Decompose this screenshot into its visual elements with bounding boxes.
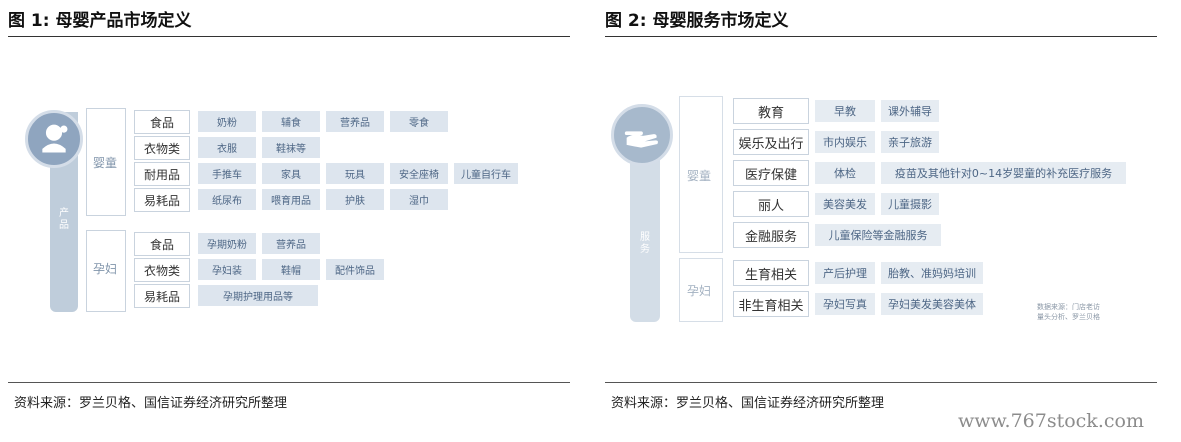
category-cell: 医疗保健	[733, 160, 809, 186]
item-chip: 家具	[262, 163, 320, 184]
category-cell: 食品	[134, 232, 190, 256]
figure-2-diagram: 服务 婴童 教育早教课外辅导娱乐及出行市内娱乐亲子旅游医疗保健体检疫苗及其他针对0…	[597, 0, 1157, 380]
item-chip: 亲子旅游	[881, 131, 939, 153]
category-cell: 易耗品	[134, 284, 190, 308]
group-label: 孕妇	[93, 262, 118, 276]
item-chip: 课外辅导	[881, 100, 939, 122]
figure-1-source: 资料来源：罗兰贝格、国信证券经济研究所整理	[14, 396, 288, 411]
item-chip: 纸尿布	[198, 189, 256, 210]
figure-1-foot-rule	[8, 382, 570, 383]
group-label: 孕妇	[687, 284, 712, 298]
figure-2-spine-label: 服务	[630, 232, 660, 256]
item-chip: 美容美发	[815, 193, 875, 215]
spine-label-text: 产品	[59, 208, 69, 231]
category-cell: 金融服务	[733, 222, 809, 248]
figure-2-foot-rule	[605, 382, 1157, 383]
item-chip: 辅食	[262, 111, 320, 132]
item-chip: 儿童保险等金融服务	[815, 224, 941, 246]
figure-2-note: 数据来源：门店老访 量头分析、罗兰贝格	[1037, 302, 1100, 322]
figure-1-spine-label: 产品	[50, 208, 78, 232]
spine-label-text: 服务	[640, 232, 650, 255]
watermark: www.767stock.com	[958, 410, 1144, 432]
category-cell: 易耗品	[134, 188, 190, 212]
item-chip: 营养品	[262, 233, 320, 254]
item-chip: 手推车	[198, 163, 256, 184]
figure-1-panel: 图 1: 母婴产品市场定义 产品 婴童食品奶粉辅食营养品零食衣物类衣服鞋袜等耐用…	[0, 0, 570, 442]
item-chip: 安全座椅	[390, 163, 448, 184]
item-chip: 早教	[815, 100, 875, 122]
item-chip: 产后护理	[815, 262, 875, 284]
group-label: 婴童	[93, 156, 118, 170]
item-chip: 孕期护理用品等	[198, 285, 318, 306]
figure-2-panel: 图 2: 母婴服务市场定义 服务 婴童 教育早教课外辅导娱乐及出行市内娱乐亲子旅游…	[597, 0, 1157, 442]
category-cell: 生育相关	[733, 260, 809, 286]
category-cell: 教育	[733, 98, 809, 124]
category-cell: 衣物类	[134, 258, 190, 282]
note-line: 量头分析、罗兰贝格	[1037, 313, 1100, 321]
item-chip: 玩具	[326, 163, 384, 184]
item-chip: 儿童摄影	[881, 193, 939, 215]
group-box	[679, 96, 723, 253]
item-chip: 孕妇美发美容美体	[881, 293, 983, 315]
item-chip: 儿童自行车	[454, 163, 518, 184]
item-chip: 奶粉	[198, 111, 256, 132]
item-chip: 湿巾	[390, 189, 448, 210]
category-cell: 娱乐及出行	[733, 129, 809, 155]
figure-2-title: 图 2: 母婴服务市场定义	[605, 11, 789, 31]
item-chip: 零食	[390, 111, 448, 132]
hand-service-icon	[611, 104, 673, 166]
item-chip: 配件饰品	[326, 259, 384, 280]
item-chip: 胎教、准妈妈培训	[881, 262, 983, 284]
item-chip: 护肤	[326, 189, 384, 210]
item-chip: 疫苗及其他针对0~14岁婴童的补充医疗服务	[881, 162, 1126, 184]
item-chip: 孕妇写真	[815, 293, 875, 315]
item-chip: 鞋袜等	[262, 137, 320, 158]
figure-1-title: 图 1: 母婴产品市场定义	[8, 11, 192, 31]
item-chip: 营养品	[326, 111, 384, 132]
note-line: 数据来源：门店老访	[1037, 303, 1100, 311]
category-cell: 丽人	[733, 191, 809, 217]
figure-1-diagram: 产品 婴童食品奶粉辅食营养品零食衣物类衣服鞋袜等耐用品手推车家具玩具安全座椅儿童…	[0, 0, 570, 380]
figure-2-title-rule	[605, 36, 1157, 37]
item-chip: 喂育用品	[262, 189, 320, 210]
baby-icon	[25, 110, 83, 168]
item-chip: 体检	[815, 162, 875, 184]
item-chip: 鞋帽	[262, 259, 320, 280]
category-cell: 食品	[134, 110, 190, 134]
item-chip: 市内娱乐	[815, 131, 875, 153]
category-cell: 衣物类	[134, 136, 190, 160]
group-box	[86, 230, 126, 312]
category-cell: 耐用品	[134, 162, 190, 186]
group-box	[679, 258, 723, 322]
group-box	[86, 108, 126, 216]
figure-2-source: 资料来源：罗兰贝格、国信证券经济研究所整理	[611, 396, 885, 411]
item-chip: 孕妇装	[198, 259, 256, 280]
figure-1-title-rule	[8, 36, 570, 37]
item-chip: 衣服	[198, 137, 256, 158]
item-chip: 孕期奶粉	[198, 233, 256, 254]
group-label: 婴童	[687, 168, 712, 183]
category-cell: 非生育相关	[733, 291, 809, 317]
